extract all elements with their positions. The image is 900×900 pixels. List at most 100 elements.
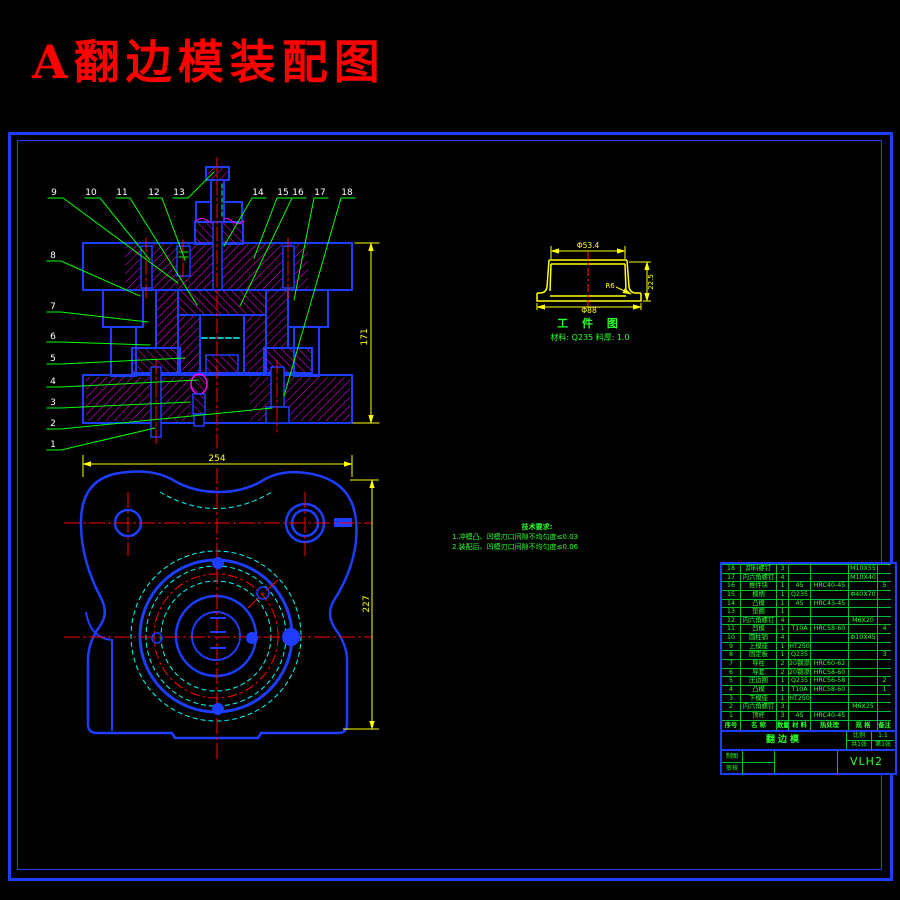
bom-cell-no: 11 (722, 624, 741, 634)
bom-cell-heat: HRC56-58 (811, 676, 849, 685)
callouts-left: 8 7 6 5 4 3 2 1 (50, 251, 56, 450)
die-block-left (155, 289, 179, 349)
guide-bushing-left (102, 289, 144, 328)
centerlines (145, 157, 289, 451)
bom-cell-no: 6 (722, 667, 741, 677)
bom-cell-name: 固定板 (741, 650, 777, 660)
callout-9: 9 (51, 188, 57, 198)
bom-row: 9 上模座 1 HT250 (722, 641, 895, 651)
bom-row: 1 顶杆 3 45 HRC40-45 (722, 710, 895, 720)
bom-cell-spec: M10X40 (849, 572, 878, 582)
title-block-bottom: 制图 审核 VLH2 (722, 748, 895, 774)
punch-flange (177, 289, 267, 316)
dim-bottom: Φ88 (581, 306, 597, 315)
bom-cell-note (878, 693, 891, 703)
callout-18: 18 (341, 188, 353, 198)
bom-cell-heat: HRC58-60 (811, 624, 849, 634)
bom-header-note: 备注 (878, 719, 891, 729)
bom-cell-spec: Φ10X45 (849, 633, 878, 642)
bom-cell-note (878, 710, 891, 720)
bolt-head (282, 628, 300, 646)
bom-cell-spec (849, 710, 878, 720)
bom-cell-note (878, 702, 891, 711)
punch-base-nut (193, 413, 205, 427)
page-title: A翻边模装配图 (32, 35, 386, 89)
bom-cell-material (789, 702, 811, 711)
die-block-right (265, 289, 289, 349)
bom-cell-qty: 4 (777, 633, 789, 642)
sheet-number: 第1张 (875, 741, 891, 749)
callout-14: 14 (252, 188, 264, 198)
main-height-dim: 171 (352, 242, 380, 424)
bom-row: 7 导柱 2 20钢渗碳 HRC60-62 (722, 659, 895, 668)
scale-label: 比例 (847, 731, 872, 741)
bom-cell-no: 1 (722, 710, 741, 720)
bom-cell-note (878, 633, 891, 642)
bom-cell-material: Q235 (789, 589, 811, 599)
bom-row: 2 内六角螺钉 3 M6X25 (722, 702, 895, 711)
bom-cell-note (878, 589, 891, 599)
workpiece-caption: 工 件 图 (557, 317, 623, 330)
bom-cell-name: 卸料螺钉 (741, 564, 777, 573)
plan-centerlines (64, 468, 372, 760)
bom-cell-heat (811, 633, 849, 642)
callout-3: 3 (50, 398, 56, 408)
bom-cell-qty: 3 (777, 564, 789, 573)
bom-cell-qty: 2 (777, 659, 789, 668)
bom-cell-qty: 1 (777, 607, 789, 616)
bom-cell-heat (811, 607, 849, 616)
bom-cell-name: 内六角螺钉 (741, 572, 777, 582)
bom-cell-no: 7 (722, 659, 741, 668)
bom-cell-qty: 1 (777, 684, 789, 694)
workpiece-dims: Φ53.4 Φ88 22.5 R6 (536, 241, 655, 315)
drawn-value (743, 751, 774, 762)
callout-17: 17 (314, 188, 325, 198)
punch-circle (191, 611, 241, 661)
bom-cell-material: Q235 (789, 650, 811, 660)
bom-header-heat: 热处理 (811, 719, 849, 730)
bom-cell-heat (811, 650, 849, 660)
bom-cell-name: 圆柱销 (741, 633, 777, 642)
bom-cell-spec (849, 598, 878, 608)
bom-cell-qty: 3 (777, 702, 789, 711)
callout-4: 4 (50, 377, 56, 387)
checked-value (743, 763, 774, 774)
bom-cell-no: 10 (722, 633, 741, 642)
bom-cell-spec: M6X25 (849, 702, 878, 711)
bom-cell-no: 18 (722, 564, 741, 573)
bom-cell-heat (811, 702, 849, 711)
bom-cell-note (878, 607, 891, 616)
bom-cell-heat (811, 572, 849, 582)
bom-cell-note (878, 598, 891, 608)
bom-cell-qty: 1 (777, 641, 789, 651)
punch-base-stem (192, 393, 206, 415)
bom-cell-material: 20钢渗碳 (789, 667, 811, 677)
bom-cell-name: 凸模 (741, 598, 777, 608)
callout-15: 15 (277, 188, 288, 198)
callout-12: 12 (148, 188, 159, 198)
bom-cell-note: 1 (878, 684, 891, 694)
workpiece-material: 材料: Q235 料厚: 1.0 (550, 333, 630, 342)
bom-cell-heat: HRC58-60 (811, 667, 849, 677)
scale-value: 1:1 (878, 731, 888, 739)
bom-cell-no: 5 (722, 676, 741, 685)
bom-cell-name: 推件块 (741, 581, 777, 590)
bom-header: 序号 名 称 数量 材 料 热处理 规 格 备注 (722, 719, 895, 730)
bom-cell-material: 45 (789, 710, 811, 720)
bom-header-qty: 数量 (777, 719, 789, 730)
bom-cell-material (789, 633, 811, 642)
callouts-top: 9 10 11 12 13 14 15 16 17 18 (51, 188, 353, 198)
small-hole-left (151, 632, 163, 644)
bom-cell-heat (811, 615, 849, 625)
bom-cell-name: 模柄 (741, 589, 777, 599)
hub-ticks (210, 617, 226, 649)
bom-cell-material: T10A (789, 624, 811, 634)
bom-cell-qty: 4 (777, 572, 789, 582)
workpiece-outline (536, 259, 642, 302)
callout-16: 16 (292, 188, 304, 198)
guide-bushing-right (287, 289, 329, 328)
dim-254: 254 (208, 454, 225, 464)
bom-cell-qty: 4 (777, 615, 789, 625)
bom-cell-qty: 3 (777, 710, 789, 720)
